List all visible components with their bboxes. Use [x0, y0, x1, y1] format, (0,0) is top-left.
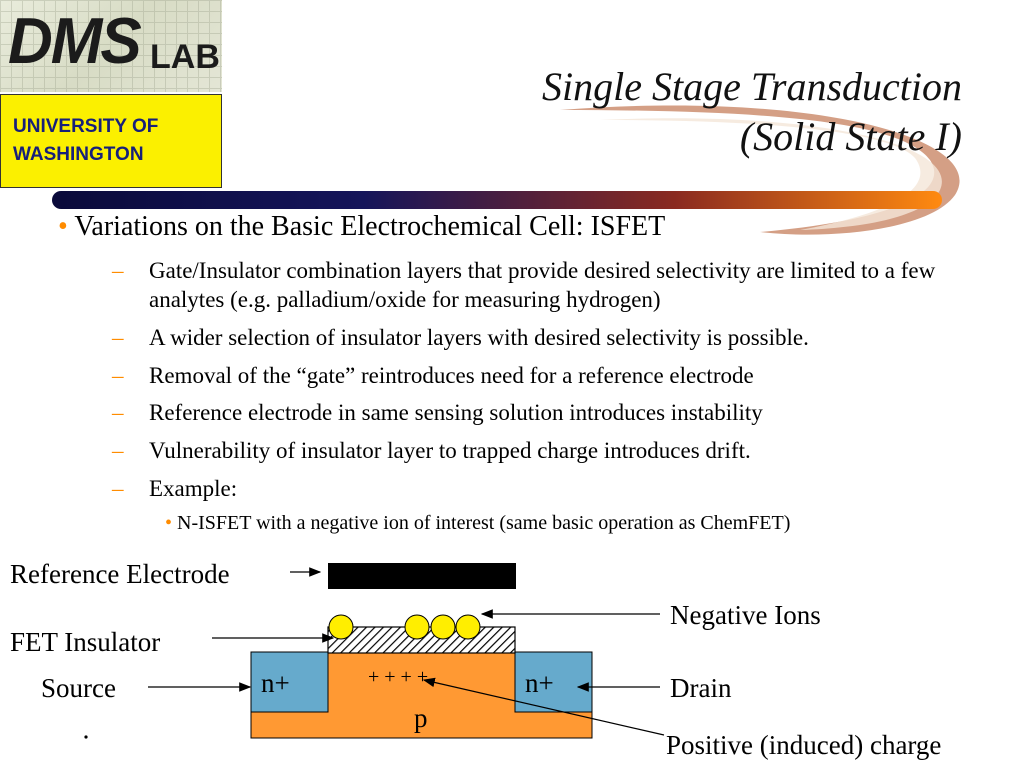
- negative-ion: [430, 614, 456, 640]
- reference-electrode-bar: [328, 563, 516, 589]
- positive-charge-arrow: [422, 677, 665, 736]
- bullet-dot-icon: •: [58, 211, 68, 242]
- sub-sub-bullet: • N-ISFET with a negative ion of interes…: [165, 510, 790, 536]
- dms-lab-logo: DMS LAB: [0, 0, 222, 92]
- positive-charge-signs: + + + +: [368, 666, 428, 688]
- main-bullet: • Variations on the Basic Electrochemica…: [58, 210, 665, 244]
- dash-icon: –: [112, 476, 124, 501]
- title-line1: Single Stage Transduction: [542, 64, 962, 109]
- sub-bullet: – Removal of the “gate” reintroduces nee…: [112, 361, 982, 390]
- uw-logo-line2: WASHINGTON: [13, 144, 144, 165]
- sub-bullet-text: Vulnerability of insulator layer to trap…: [149, 438, 751, 463]
- n-plus-drain-region: [514, 651, 593, 713]
- n-plus-source-label: n+: [261, 668, 290, 698]
- dash-icon: –: [112, 438, 124, 463]
- dms-logo-text: DMS: [8, 5, 142, 78]
- sub-bullet-text: Reference electrode in same sensing solu…: [149, 400, 763, 425]
- sub-bullet-text: Removal of the “gate” reintroduces need …: [149, 363, 754, 388]
- negative-ions-label: Negative Ions: [670, 600, 821, 630]
- positive-induced-charge-label: Positive (induced) charge: [666, 730, 942, 760]
- sub-bullet: – Example:: [112, 474, 982, 503]
- bullet-dot-icon: •: [165, 512, 173, 534]
- sub-bullet: – Gate/Insulator combination layers that…: [112, 256, 982, 314]
- source-label: Source: [41, 673, 116, 703]
- drain-label: Drain: [670, 673, 732, 703]
- negative-ion: [455, 614, 481, 640]
- lab-logo-text: LAB: [150, 38, 220, 76]
- stray-mark: [84, 735, 88, 739]
- main-bullet-text: Variations on the Basic Electrochemical …: [74, 211, 666, 242]
- sub-bullet-text: Gate/Insulator combination layers that p…: [149, 258, 936, 312]
- n-plus-drain-label: n+: [525, 668, 554, 698]
- sub-bullet-text: A wider selection of insulator layers wi…: [149, 325, 809, 350]
- dash-icon: –: [112, 325, 124, 350]
- sub-bullet: – Vulnerability of insulator layer to tr…: [112, 436, 982, 465]
- sub-bullet: – A wider selection of insulator layers …: [112, 323, 982, 352]
- reference-electrode-label: Reference Electrode: [10, 559, 230, 589]
- negative-ion: [328, 614, 354, 640]
- sub-sub-bullet-text: N-ISFET with a negative ion of interest …: [177, 512, 791, 534]
- dash-icon: –: [112, 258, 124, 283]
- dash-icon: –: [112, 363, 124, 388]
- university-of-washington-logo: UNIVERSITY OF WASHINGTON: [0, 94, 222, 188]
- sub-bullet-text: Example:: [149, 476, 238, 501]
- title-line2: (Solid State I): [739, 114, 962, 159]
- sub-bullet: – Reference electrode in same sensing so…: [112, 398, 982, 427]
- uw-logo-line1: UNIVERSITY OF: [13, 116, 159, 137]
- slide-title: Single Stage Transduction (Solid State I…: [542, 62, 962, 162]
- title-swoosh-decoration: [52, 105, 960, 235]
- p-region-label: p: [414, 703, 428, 733]
- n-plus-source-region: [250, 651, 329, 713]
- uw-logo-text: UNIVERSITY OF WASHINGTON: [13, 113, 158, 169]
- logo-circuit-pattern: [0, 0, 222, 92]
- fet-insulator-label: FET Insulator: [10, 627, 161, 657]
- negative-ion: [404, 614, 430, 640]
- dash-icon: –: [112, 400, 124, 425]
